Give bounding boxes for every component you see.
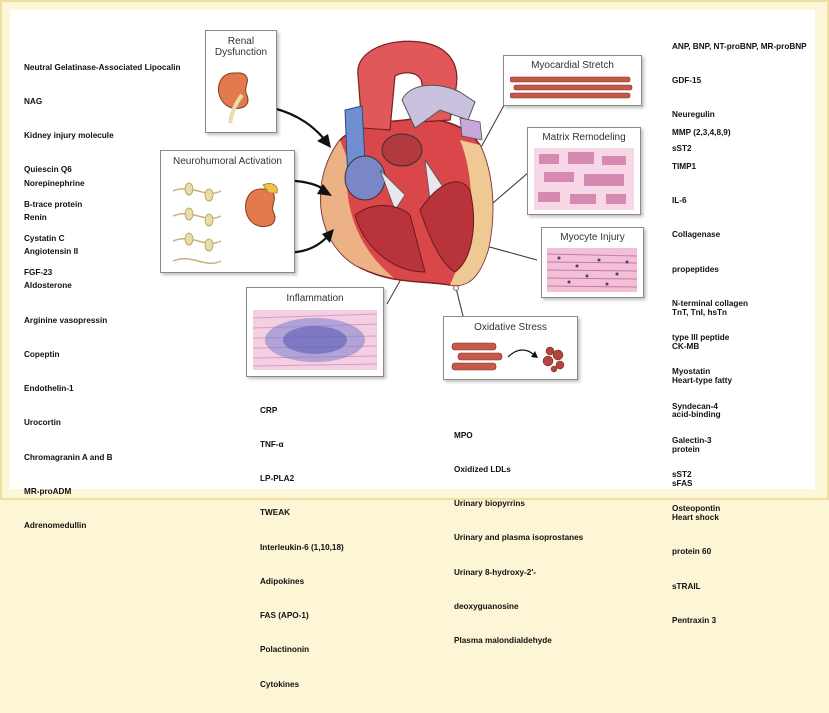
list-item: IL-6 xyxy=(672,196,687,206)
renal-biomarker-list: Neutral Gelatinase-Associated Lipocalin … xyxy=(24,39,181,301)
list-item: N-terminal collagen xyxy=(672,298,748,308)
list-item: Plasma malondialdehyde xyxy=(454,636,552,646)
list-item: Kidney injury molecule xyxy=(24,131,114,141)
list-item: FGF-23 xyxy=(24,268,53,278)
list-item: Angiotensin II xyxy=(24,247,79,257)
list-item: CK-MB xyxy=(672,342,700,352)
list-item: Endothelin-1 xyxy=(24,384,74,394)
list-item: Heart shock xyxy=(672,513,719,523)
list-item: TIMP1 xyxy=(672,162,697,172)
list-item: Urocortin xyxy=(24,418,61,428)
inflammation-title: Inflammation xyxy=(286,293,344,304)
list-item: MPO xyxy=(454,430,473,440)
list-item: Neuregulin xyxy=(672,110,715,120)
list-item: Syndecan-4 xyxy=(672,401,718,411)
list-item: Collagenase xyxy=(672,230,721,240)
list-item: MMP (2,3,4,8,9) xyxy=(672,127,731,137)
list-item: deoxyguanosine xyxy=(454,601,519,611)
list-item: sST2 xyxy=(672,144,692,154)
list-item: protein xyxy=(672,444,700,454)
list-item: sST2 xyxy=(672,470,692,479)
neurohumoral-activation-title: Neurohumoral Activation xyxy=(173,156,282,167)
list-item: propeptides xyxy=(672,264,719,274)
list-item: Aldosterone xyxy=(24,281,72,291)
matrix-remodeling-box: Matrix Remodeling xyxy=(527,127,641,215)
list-item: Pentraxin 3 xyxy=(672,615,717,625)
list-item: Urinary 8-hydroxy-2'- xyxy=(454,567,537,577)
list-item: sTRAIL xyxy=(672,581,701,591)
list-item: protein 60 xyxy=(672,547,712,557)
list-item: LP-PLA2 xyxy=(260,474,295,484)
oxidative-stress-box: Oxidative Stress xyxy=(443,316,578,380)
extracellular-matrix-image xyxy=(534,148,634,210)
oxidative-stress-title: Oxidative Stress xyxy=(474,322,547,333)
list-item: FAS (APO-1) xyxy=(260,611,309,621)
heart-illustration xyxy=(259,40,538,325)
myocardial-stretch-biomarker-list: ANP, BNP, NT-proBNP, MR-proBNP GDF-15 Ne… xyxy=(672,18,807,178)
oxidative-stress-image xyxy=(451,342,565,373)
list-item: CRP xyxy=(260,405,278,415)
renal-dysfunction-box: Renal Dysfunction xyxy=(205,30,277,133)
list-item: Galectin-3 xyxy=(672,435,712,445)
neurohumoral-biomarker-list: Norepinephrine Renin Angiotensin II Aldo… xyxy=(24,155,113,554)
myocardial-stretch-title: Myocardial Stretch xyxy=(531,60,614,71)
list-item: Interleukin-6 (1,10,18) xyxy=(260,542,344,552)
list-item: ANP, BNP, NT-proBNP, MR-proBNP xyxy=(672,41,807,51)
list-item: NAG xyxy=(24,97,43,107)
injured-myocytes-image xyxy=(547,248,637,292)
diagram-canvas: Renal Dysfunction Neurohumoral Activatio… xyxy=(10,10,815,689)
list-item: Norepinephrine xyxy=(24,178,85,188)
list-item: Cystatin C xyxy=(24,233,65,243)
list-item: TnT, TnI, hsTn xyxy=(672,307,728,317)
list-item: B-trace protein xyxy=(24,199,83,209)
list-item: Adrenomedullin xyxy=(24,521,87,530)
list-item: Copeptin xyxy=(24,349,60,359)
oxidative-biomarker-list: MPO Oxidized LDLs Urinary biopyrrins Uri… xyxy=(454,407,583,669)
matrix-remodeling-title: Matrix Remodeling xyxy=(542,132,626,143)
list-item: Quiescin Q6 xyxy=(24,165,72,175)
list-item: Renin xyxy=(24,213,47,223)
kidney-icon xyxy=(218,72,249,124)
list-item: GDF-15 xyxy=(672,76,702,86)
neurohumoral-activation-box: Neurohumoral Activation xyxy=(160,150,295,273)
list-item: Heart-type fatty xyxy=(672,376,733,386)
myocyte-injury-biomarker-list: TnT, TnI, hsTn CK-MB Heart-type fatty ac… xyxy=(672,284,732,649)
list-item: Polactinonin xyxy=(260,645,310,655)
list-item: Neutral Gelatinase-Associated Lipocalin xyxy=(24,62,181,72)
list-item: Chromagranin A and B xyxy=(24,452,113,462)
myocyte-injury-box: Myocyte Injury xyxy=(541,227,644,298)
inflammation-tissue-image xyxy=(253,310,377,370)
list-item: Arginine vasopressin xyxy=(24,315,108,325)
renal-dysfunction-title: Renal Dysfunction xyxy=(214,36,268,58)
list-item: Myostatin xyxy=(672,367,711,377)
list-item: Adipokines xyxy=(260,576,305,586)
list-item: acid-binding xyxy=(672,410,721,420)
list-item: sFAS xyxy=(672,478,693,488)
stretched-myocytes-image xyxy=(510,76,633,99)
list-item: TWEAK xyxy=(260,508,291,518)
inflammation-box: Inflammation xyxy=(246,287,384,377)
inflammation-biomarker-list: CRP TNF-α LP-PLA2 TWEAK Interleukin-6 (1… xyxy=(260,382,344,713)
myocardial-stretch-box: Myocardial Stretch xyxy=(503,55,642,106)
adrenal-kidney-icon xyxy=(245,183,278,228)
list-item: Cytokines xyxy=(260,679,300,689)
list-item: TNF-α xyxy=(260,440,284,450)
list-item: type III peptide xyxy=(672,333,730,343)
myocyte-injury-title: Myocyte Injury xyxy=(560,232,625,243)
list-item: MR-proADM xyxy=(24,486,72,496)
list-item: Urinary and plasma isoprostanes xyxy=(454,533,584,543)
list-item: Oxidized LDLs xyxy=(454,465,511,475)
figure-frame: Renal Dysfunction Neurohumoral Activatio… xyxy=(0,0,829,689)
nerve-fibers-icon xyxy=(172,182,222,264)
